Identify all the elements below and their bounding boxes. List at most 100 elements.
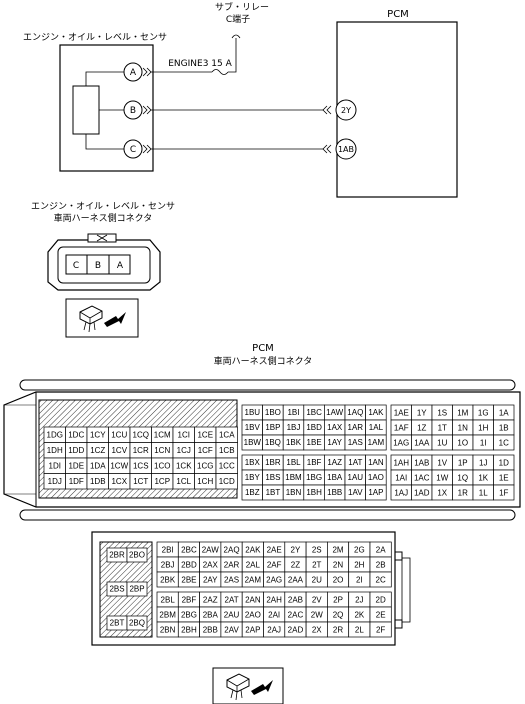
sensor-internal-wire-c	[85, 134, 124, 150]
pin-cell	[126, 581, 148, 597]
pin-label: 2AY	[203, 575, 218, 584]
pcm-pin-2y-circle	[335, 99, 357, 121]
pin-label: 2AR	[224, 560, 240, 569]
pcm-pin-1ab-circle	[335, 138, 357, 160]
pin-label: 1K	[478, 473, 488, 482]
pin-label: 2T	[312, 560, 321, 569]
pin-label: 2AB	[288, 595, 303, 604]
pin-label: 2D	[376, 595, 386, 604]
pin-label: 2S	[312, 545, 322, 554]
pin-label: 2BO	[129, 551, 145, 560]
pin-label: 1R	[458, 488, 468, 497]
sensor-pin-c-circle	[123, 139, 143, 159]
sensor-pin-b-circle	[123, 100, 143, 120]
pin-label: 1BE	[307, 438, 322, 447]
pin-label: 1CJ	[177, 446, 191, 455]
pin-label: 1AZ	[327, 458, 342, 467]
pin-label: 1AL	[369, 423, 384, 432]
pin-label: 1AH	[393, 458, 409, 467]
pin-label: 1O	[457, 438, 468, 447]
pin-label: 1BD	[306, 423, 322, 432]
pin-label: 1G	[478, 408, 489, 417]
pin-label: 2BN	[160, 625, 176, 634]
pin-label: 1CC	[219, 461, 235, 470]
pin-label: 2AE	[267, 545, 282, 554]
pin-label: 2H	[354, 560, 364, 569]
pin-label: 2X	[312, 625, 322, 634]
pin-label: 2J	[355, 595, 363, 604]
pin-cell	[365, 434, 387, 451]
pin-label: 1DA	[90, 461, 106, 470]
pin-label: 2AM	[245, 575, 262, 584]
pin-label: 1CH	[197, 477, 213, 486]
pin-label: 1CS	[133, 461, 149, 470]
pin-label: 1CV	[111, 446, 127, 455]
pin-label: 2AJ	[267, 625, 281, 634]
pin-label: 1BY	[245, 473, 261, 482]
pin-label: 1BM	[285, 473, 302, 482]
pin-label: 2BR	[109, 551, 125, 560]
pin-label: 2Y	[291, 545, 301, 554]
pin-label: 2P	[333, 595, 343, 604]
pin-label: 2BQ	[129, 619, 145, 628]
sensor-box	[59, 44, 154, 172]
pin-label: 1BC	[306, 408, 322, 417]
pin-label: 1BI	[287, 408, 299, 417]
pin-label: 2N	[333, 560, 343, 569]
pin-label: 1CU	[111, 430, 127, 439]
pin-label: 1BF	[307, 458, 322, 467]
harness-view-icon	[65, 298, 139, 338]
pin-label: 1A	[499, 408, 509, 417]
pin-label: 1V	[437, 458, 447, 467]
wire-to-relay	[228, 38, 237, 73]
sensor-connector	[47, 233, 161, 291]
sensor-connector-title-1: エンジン・オイル・レベル・センサ	[31, 201, 175, 212]
pin-label: 1DD	[68, 446, 84, 455]
pin-label: 1BK	[286, 438, 302, 447]
pin-label: 1BT	[266, 488, 281, 497]
connector-mark-a	[142, 67, 152, 77]
pcm-pin-2y: 2Y	[341, 106, 351, 115]
sensor-connector-title-2: 車両ハーネス側コネクタ	[54, 212, 153, 224]
pin-label: 2AO	[245, 610, 261, 619]
sensor-label: エンジン・オイル・レベル・センサ	[23, 32, 167, 43]
pin-label: 1AW	[326, 408, 343, 417]
pin-label: 1AB	[414, 458, 429, 467]
pin-label: 1CZ	[90, 446, 105, 455]
pin-label: 1CO	[154, 461, 170, 470]
pin-label: 1CK	[176, 461, 192, 470]
pin-label: 2BK	[160, 575, 176, 584]
pin-label: 1AO	[368, 473, 384, 482]
pin-label: 1CN	[154, 446, 170, 455]
pin-cell	[215, 473, 238, 490]
pin-cell	[126, 547, 148, 563]
pin-label: 2AC	[288, 610, 304, 619]
pin-label: 1AM	[368, 438, 385, 447]
pin-label: 1P	[458, 458, 468, 467]
pin-label: 2AP	[245, 625, 260, 634]
pin-label: 2BT	[110, 619, 125, 628]
pcm-mark-1ab	[322, 144, 332, 154]
pin-label: 1BG	[306, 473, 322, 482]
pin-label: 1DJ	[48, 477, 62, 486]
pin-label: 1CE	[197, 430, 213, 439]
pin-label: 2V	[312, 595, 322, 604]
pin-label: 1U	[437, 438, 447, 447]
pin-label: 1CB	[219, 446, 235, 455]
pin-label: 2AV	[224, 625, 239, 634]
pin-label: 2AD	[288, 625, 304, 634]
pin-label: 1CQ	[133, 430, 149, 439]
pin-label: 1S	[437, 408, 447, 417]
pin-label: 1N	[458, 423, 468, 432]
pin-label: 1CP	[154, 477, 170, 486]
sub-relay-label: サブ・リレー	[215, 1, 269, 13]
fuse-symbol	[211, 69, 229, 75]
pin-label: 1M	[457, 408, 468, 417]
pin-label: 1L	[479, 488, 488, 497]
pin-label: 1AT	[348, 458, 362, 467]
sensor-pin-c: C	[130, 145, 136, 155]
pin-label: 2AU	[224, 610, 240, 619]
